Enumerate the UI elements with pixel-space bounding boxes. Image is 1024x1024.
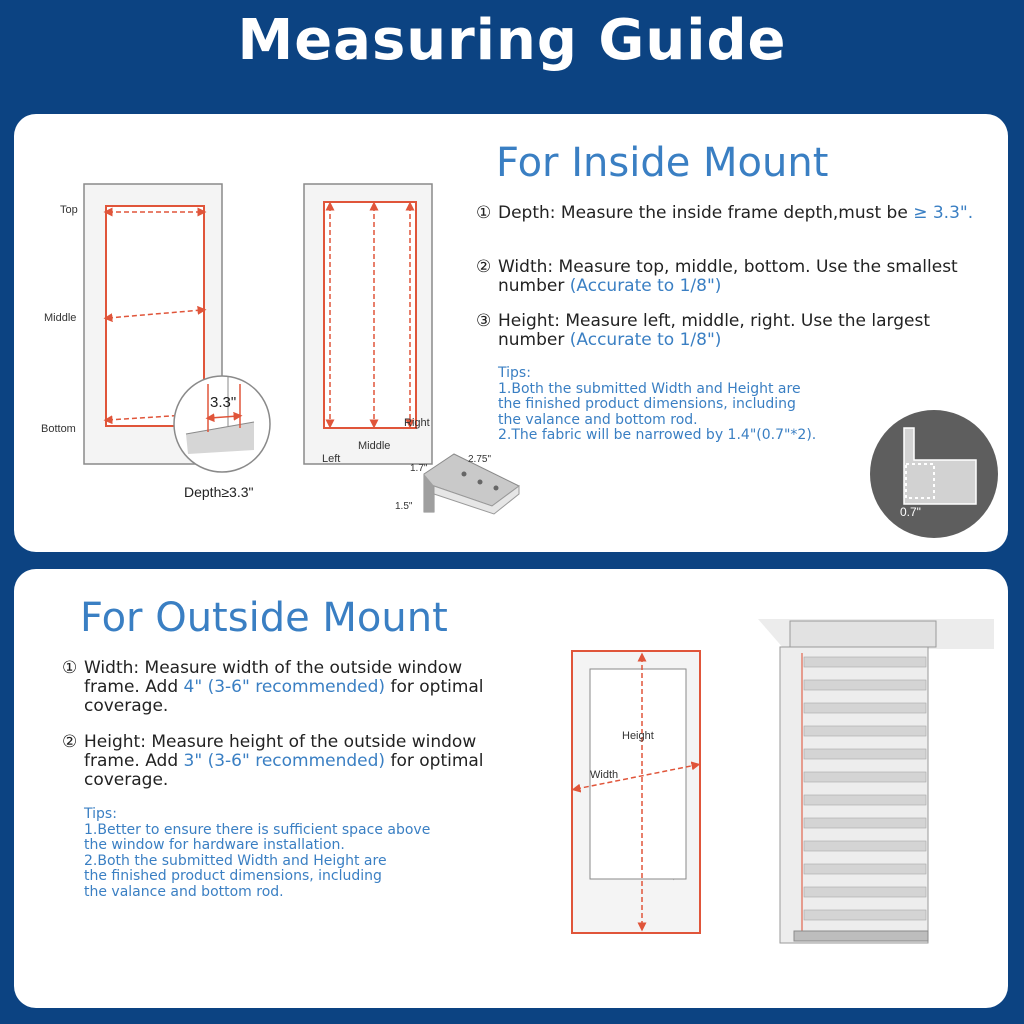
zebra-blind-illustration (758, 619, 994, 944)
blind-slat (803, 725, 927, 737)
step-highlight: 4" (3-6" recommended) (183, 677, 386, 697)
tips-line: the valance and bottom rod. (84, 883, 284, 900)
inside-mount-illustration: Top Middle Bottom 3.3" Depth≥3.3" Left M… (41, 183, 998, 538)
window-width-diagram (83, 183, 223, 465)
step-highlight: ≥ 3.3". (913, 203, 974, 223)
blind-slat (803, 817, 927, 829)
step-highlight: (Accurate to 1/8") (569, 276, 722, 296)
label-right: Right (404, 417, 430, 429)
inside-mount-heading: For Inside Mount (496, 140, 829, 186)
bracket-dim-c: 1.5" (395, 501, 413, 512)
step-after: for optimal coverage. (84, 751, 484, 790)
outside-window-diagram (571, 650, 701, 934)
label-left: Left (322, 453, 340, 465)
blind-slat (803, 794, 927, 806)
blind-slat (803, 886, 927, 898)
blind-slat (803, 771, 927, 783)
blind-slat (803, 863, 927, 875)
step-number: ① (476, 203, 492, 223)
depth-caption: Depth≥3.3" (184, 484, 254, 500)
step-text: Width: Measure top, middle, bottom. Use … (498, 257, 958, 296)
inside-tips: Tips: 1.Both the submitted Width and Hei… (498, 365, 817, 444)
window-height-diagram (303, 183, 433, 465)
tips-line: 2.Both the submitted Width and Height ar… (84, 852, 387, 869)
inside-step-height: ③ Height: Measure left, middle, right. U… (476, 312, 976, 350)
tips-line: 1.Both the submitted Width and Height ar… (498, 380, 801, 397)
blind-slat (803, 840, 927, 852)
step-text: Height: Measure left, middle, right. Use… (498, 311, 930, 350)
tips-line: the finished product dimensions, includi… (84, 868, 382, 884)
step-number: ② (62, 732, 78, 752)
depth-callout: 3.3" (210, 394, 236, 411)
label-middle: Middle (44, 312, 76, 324)
tips-title: Tips: (84, 806, 117, 822)
step-highlight: 3" (3-6" recommended) (183, 751, 386, 771)
gap-label: 0.7" (900, 505, 921, 519)
bracket-dim-b: 2.75" (468, 454, 491, 465)
outside-tips: Tips: 1.Better to ensure there is suffic… (84, 806, 431, 900)
step-after: for optimal coverage. (84, 677, 484, 716)
tips-line: the valance and bottom rod. (498, 411, 698, 428)
inside-step-depth: ① Depth: Measure the inside frame depth,… (476, 204, 976, 223)
outside-step-height: ② Height: Measure height of the outside … (62, 733, 512, 790)
depth-zoom-circle (173, 375, 271, 473)
blind-slat (803, 656, 927, 668)
tips-title: Tips: (498, 365, 531, 381)
step-number: ③ (476, 311, 492, 331)
outside-mount-illustration: Height Width (571, 619, 994, 944)
tips-line: 2.The fabric will be narrowed by 1.4"(0.… (498, 427, 817, 443)
outside-mount-heading: For Outside Mount (80, 595, 448, 641)
label-middle-height: Middle (358, 440, 390, 452)
bracket-icon (423, 453, 520, 515)
tips-line: the finished product dimensions, includi… (498, 396, 796, 412)
blind-slat (803, 679, 927, 691)
inside-mount-panel: Top Middle Bottom 3.3" Depth≥3.3" Left M… (14, 114, 1008, 552)
tips-line: 1.Better to ensure there is sufficient s… (84, 821, 431, 838)
label-width: Width (590, 769, 618, 781)
step-highlight: (Accurate to 1/8") (569, 330, 722, 350)
page-title: Measuring Guide (237, 8, 787, 73)
inside-step-width: ② Width: Measure top, middle, bottom. Us… (476, 258, 976, 296)
bracket-dim-a: 1.7" (410, 463, 428, 474)
outside-step-width: ① Width: Measure width of the outside wi… (62, 659, 512, 716)
label-height: Height (622, 730, 654, 742)
step-number: ② (476, 257, 492, 277)
step-text: Depth: Measure the inside frame depth,mu… (498, 203, 908, 223)
outside-mount-panel: Height Width For Outside Mount ① Width: … (14, 569, 1008, 1008)
blind-slat (803, 909, 927, 921)
step-text: Width: Measure width of the outside wind… (84, 658, 463, 697)
tips-line: the window for hardware installation. (84, 837, 345, 853)
blind-slat (803, 748, 927, 760)
step-number: ① (62, 658, 78, 678)
gap-zoom-circle (870, 410, 998, 538)
label-top: Top (60, 204, 78, 216)
step-text: Height: Measure height of the outside wi… (84, 732, 477, 771)
label-bottom: Bottom (41, 423, 76, 435)
blind-slat (803, 702, 927, 714)
